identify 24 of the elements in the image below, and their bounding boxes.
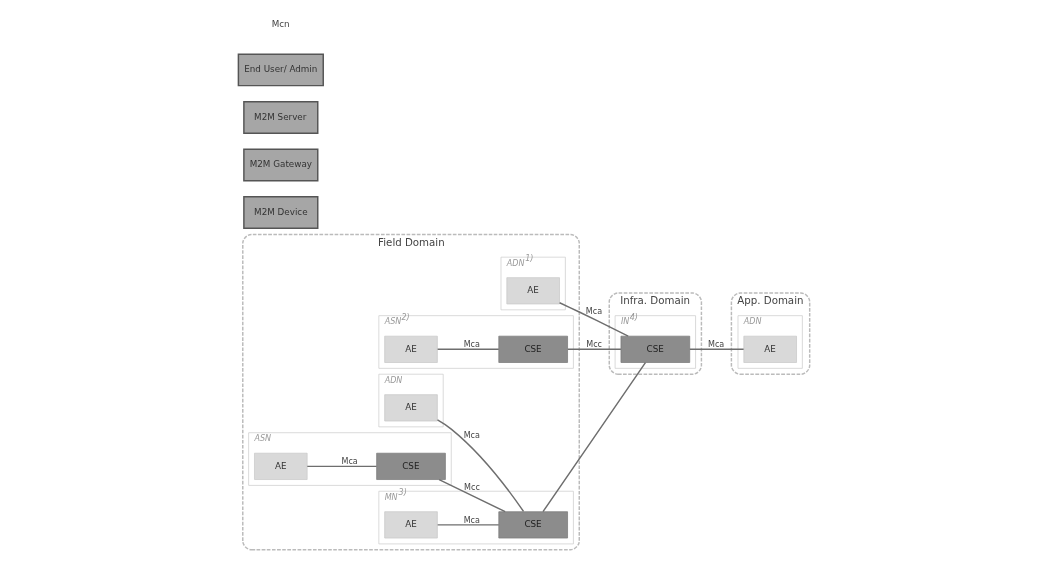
connector [437,478,506,513]
connector [436,348,500,351]
node-box: AE [743,335,797,363]
connector [566,348,622,351]
node-box: AE [383,394,438,422]
node-box: AE [383,335,438,363]
connector [306,465,377,468]
node-box: M2M Device [242,196,318,229]
label: Mcn [271,18,290,29]
node-box: CSE [497,511,568,539]
connector [541,361,646,513]
connector [436,524,500,526]
connector [436,419,524,513]
node-box: CSE [497,335,568,363]
connector [558,302,629,337]
connector [688,348,744,351]
node-box: AE [383,511,438,539]
node-box: M2M Server [242,101,318,134]
node-box: CSE [375,452,446,480]
node-box: AE [506,277,560,305]
node-box: End User/ Admin [237,53,324,87]
node-box: CSE [620,335,690,363]
node-box: M2M Gateway [242,148,318,182]
node-box: AE [253,452,307,480]
